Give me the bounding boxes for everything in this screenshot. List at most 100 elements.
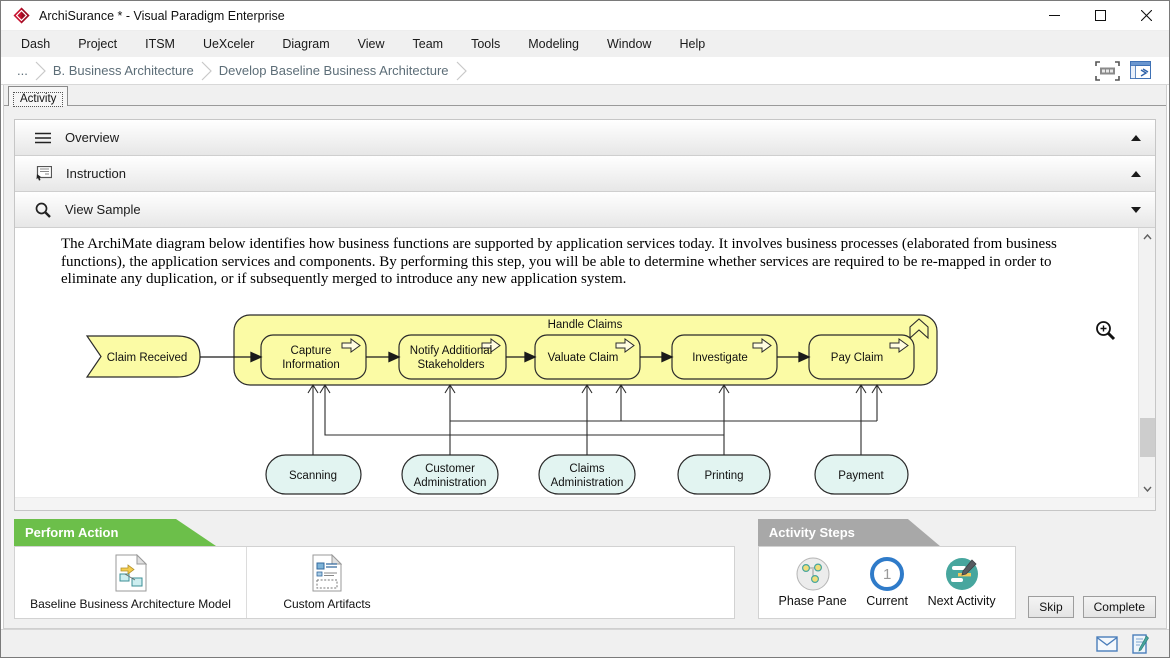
tab-strip: Activity — [4, 85, 1166, 107]
breadcrumb-chevron-icon — [35, 61, 46, 80]
complete-button[interactable]: Complete — [1082, 596, 1156, 618]
process-notify-additional-stakeholders: Notify Additional Stakeholders — [398, 334, 507, 380]
service-payment: Payment — [814, 454, 909, 495]
step-current[interactable]: 1 Current — [866, 557, 908, 608]
vertical-scrollbar[interactable] — [1138, 228, 1155, 497]
tab-activity-label: Activity — [13, 92, 64, 107]
chevron-up-icon — [1131, 134, 1141, 141]
skip-button[interactable]: Skip — [1028, 596, 1074, 618]
accordion-overview-label: Overview — [65, 130, 120, 145]
menu-uexceler[interactable]: UeXceler — [202, 37, 255, 51]
breadcrumb-develop-baseline[interactable]: Develop Baseline Business Architecture — [218, 63, 449, 78]
process-investigate: Investigate — [671, 334, 778, 380]
menu-window[interactable]: Window — [607, 37, 652, 51]
tab-activity[interactable]: Activity — [8, 86, 69, 107]
svg-text:Pay Claim: Pay Claim — [831, 352, 883, 364]
accordion-view-sample-label: View Sample — [65, 202, 141, 217]
menu-tools[interactable]: Tools — [471, 37, 501, 51]
service-claims-administration: Claims Administration — [538, 454, 636, 495]
service-scanning: Scanning — [265, 454, 362, 495]
scrollbar-thumb[interactable] — [1140, 418, 1155, 457]
process-pay-claim: Pay Claim — [808, 334, 915, 380]
maximize-icon — [1094, 10, 1106, 21]
fit-to-window-icon[interactable] — [1095, 60, 1120, 81]
minimize-button[interactable] — [1031, 1, 1077, 30]
svg-text:Capture: Capture — [291, 345, 332, 357]
process-capture-information: Capture Information — [260, 334, 367, 380]
accordion-view-sample[interactable]: View Sample — [15, 192, 1155, 228]
menu-diagram[interactable]: Diagram — [282, 37, 330, 51]
breadcrumb: ... B. Business Architecture Develop Bas… — [1, 57, 1169, 85]
svg-text:Administration: Administration — [414, 477, 487, 489]
window-title: ArchiSurance * - Visual Paradigm Enterpr… — [39, 8, 285, 23]
breadcrumb-ellipsis[interactable]: ... — [17, 63, 28, 78]
menu-itsm[interactable]: ITSM — [145, 37, 175, 51]
next-activity-icon — [945, 558, 978, 590]
step-current-label: Current — [866, 594, 908, 608]
accordion-instruction[interactable]: Instruction — [15, 156, 1155, 192]
claim-received-label: Claim Received — [107, 352, 188, 364]
menu-modeling[interactable]: Modeling — [528, 37, 579, 51]
menu-help[interactable]: Help — [679, 37, 706, 51]
flow-arrows — [200, 351, 811, 363]
scroll-up-icon — [1143, 233, 1152, 239]
minimize-icon — [1048, 15, 1060, 16]
scroll-down-button[interactable] — [1139, 480, 1155, 497]
process-chevron-marker-icon — [909, 318, 929, 340]
activity-steps-panel: Activity Steps Phase Pane — [757, 519, 1017, 619]
breadcrumb-business-architecture[interactable]: B. Business Architecture — [52, 63, 194, 78]
svg-text:Investigate: Investigate — [692, 352, 748, 364]
svg-text:Scanning: Scanning — [289, 470, 337, 482]
action-baseline-model-label: Baseline Business Architecture Model — [30, 597, 231, 611]
panel-view-icon[interactable] — [1130, 60, 1153, 81]
handle-claims-label: Handle Claims — [548, 319, 623, 331]
mail-icon[interactable] — [1096, 635, 1118, 652]
chevron-down-icon — [1131, 206, 1141, 213]
action-custom-artifacts[interactable]: Custom Artifacts — [247, 547, 407, 618]
title-bar: ArchiSurance * - Visual Paradigm Enterpr… — [1, 1, 1169, 31]
process-valuate-claim: Valuate Claim — [534, 334, 641, 380]
accordion-instruction-label: Instruction — [66, 166, 126, 181]
menu-team[interactable]: Team — [412, 37, 444, 51]
activity-steps-header: Activity Steps — [758, 519, 940, 546]
compose-document-icon[interactable] — [1132, 633, 1149, 654]
svg-text:Payment: Payment — [838, 470, 884, 482]
step-next-activity-label: Next Activity — [927, 594, 996, 608]
service-printing: Printing — [677, 454, 771, 495]
close-icon — [1140, 10, 1152, 21]
svg-text:Customer: Customer — [425, 463, 475, 475]
scroll-down-icon — [1143, 486, 1152, 492]
menu-bar: Dash Project ITSM UeXceler Diagram View … — [1, 31, 1169, 57]
step-phase-pane[interactable]: Phase Pane — [779, 557, 847, 608]
scroll-up-button[interactable] — [1139, 228, 1155, 245]
phase-pane-icon — [796, 557, 830, 591]
overview-icon — [35, 132, 51, 143]
breadcrumb-chevron-icon — [201, 61, 212, 80]
archimate-diagram: Handle Claims Claim Received Capture Inf… — [85, 314, 938, 495]
activity-panel: Overview Instruction View Sample — [14, 119, 1156, 511]
current-step-number: 1 — [882, 565, 892, 583]
action-custom-artifacts-label: Custom Artifacts — [283, 597, 371, 611]
close-button[interactable] — [1123, 1, 1169, 30]
step-next-activity[interactable]: Next Activity — [928, 557, 996, 608]
perform-action-header: Perform Action — [14, 519, 216, 546]
perform-action-panel: Perform Action Baseline Business Archite… — [14, 519, 735, 619]
current-step-icon: 1 — [870, 557, 905, 591]
sample-description: The ArchiMate diagram below identifies h… — [61, 236, 1057, 287]
zoom-in-icon[interactable] — [1095, 320, 1117, 342]
serving-connectors — [307, 383, 883, 455]
maximize-button[interactable] — [1077, 1, 1123, 30]
action-baseline-model[interactable]: Baseline Business Architecture Model — [15, 547, 247, 618]
svg-text:Administration: Administration — [551, 477, 624, 489]
instruction-icon — [36, 166, 52, 181]
chevron-up-icon — [1131, 170, 1141, 177]
svg-text:Information: Information — [282, 359, 340, 371]
menu-project[interactable]: Project — [78, 37, 118, 51]
menu-dash[interactable]: Dash — [21, 37, 51, 51]
panel-footer-strip — [15, 497, 1155, 510]
accordion-overview[interactable]: Overview — [15, 120, 1155, 156]
service-customer-administration: Customer Administration — [401, 454, 499, 495]
svg-text:Stakeholders: Stakeholders — [417, 359, 484, 371]
menu-view[interactable]: View — [357, 37, 385, 51]
